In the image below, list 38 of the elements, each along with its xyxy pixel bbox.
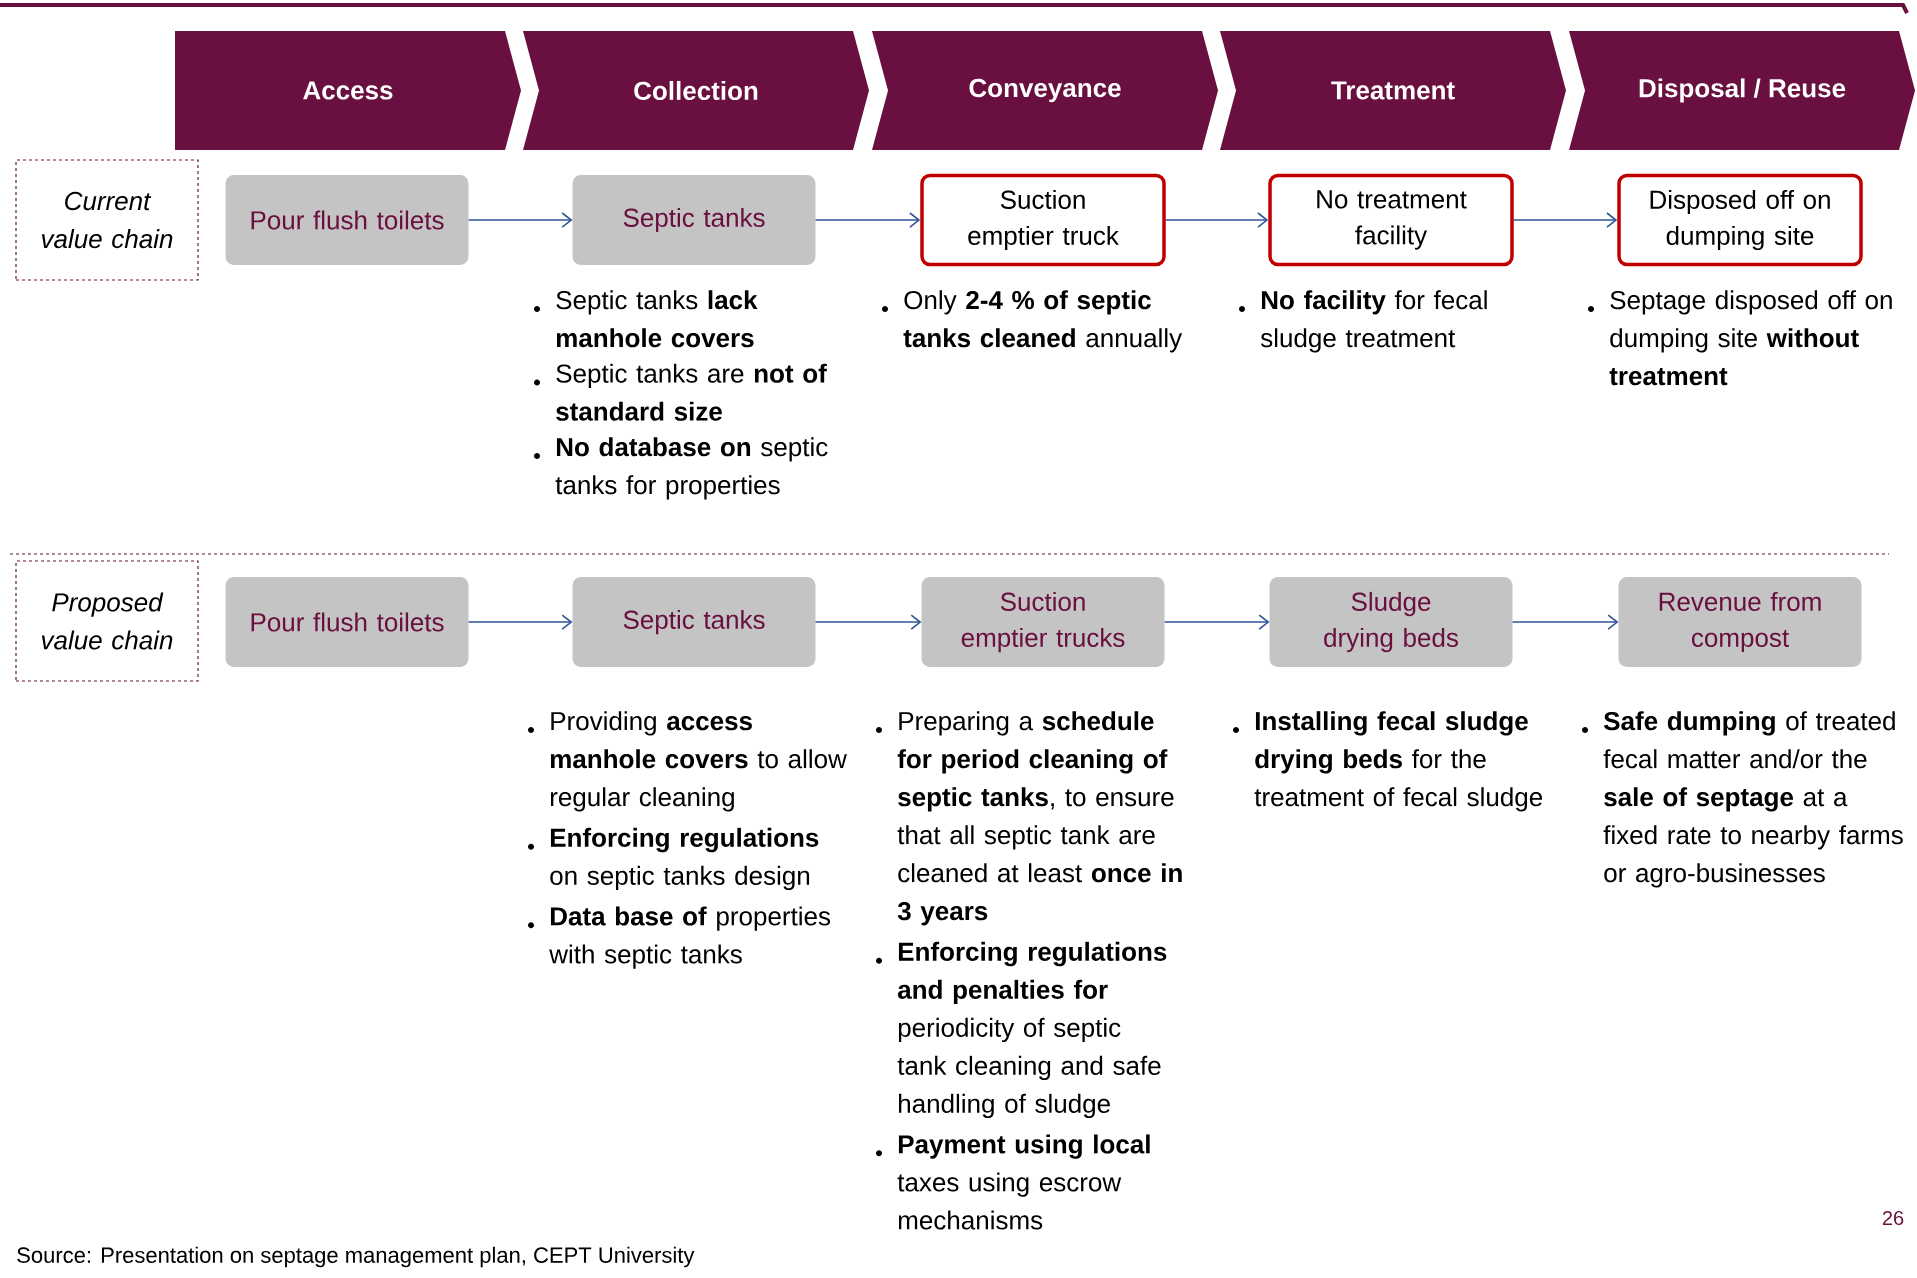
chevron-banner: Treatment	[1220, 31, 1566, 150]
page-number: 26	[1882, 1210, 1904, 1226]
process-box: Pour flush toilets	[225, 175, 469, 265]
row-label-box: Proposed value chain	[15, 560, 199, 682]
process-box: Septic tanks	[572, 175, 816, 265]
process-box: No treatment facility	[1268, 173, 1514, 267]
arrow	[1512, 212, 1618, 228]
bullet-text: Septage disposed off on dumping site without treatment	[1609, 290, 1892, 386]
process-box: Suction emptier trucks	[921, 577, 1165, 667]
row-label-box: Current value chain	[15, 159, 199, 281]
process-box: Disposed off on dumping site	[1617, 173, 1863, 267]
arrow	[1164, 212, 1269, 228]
chevron-banner: Collection	[523, 31, 869, 150]
chevron-banner: Conveyance	[872, 31, 1218, 150]
process-box: Septic tanks	[572, 577, 816, 667]
arrow	[467, 212, 573, 228]
bullet-text: Preparing a schedule for period cleaning of septic tanks, to ensure that all septic tank are cleaned at least once in 3 years	[897, 711, 1182, 926]
process-box: Pour flush toilets	[225, 577, 469, 667]
chevron-banner: Disposal / Reuse	[1569, 31, 1915, 150]
chevron-banner: Access	[175, 31, 521, 150]
bullet-text: Safe dumping of treated fecal matter and/or the sale of septage at a fixed rate to nearby farms or agro-businesses	[1603, 711, 1903, 888]
arrow	[1511, 614, 1619, 630]
arrow	[467, 614, 573, 630]
process-box: Suction emptier truck	[920, 173, 1166, 267]
bullet-text: Only 2-4 % of septic tanks cleaned annually	[903, 290, 1183, 353]
bullet-text: Payment using local taxes using escrow mechanisms	[897, 1134, 1150, 1230]
bullet-text: Providing access manhole covers to allow regular cleaning	[550, 711, 847, 812]
arrow	[814, 212, 921, 228]
arrow	[814, 614, 922, 630]
arrow	[1163, 614, 1270, 630]
source-note: Source: Presentation on septage management plan, CEPT University	[17, 1246, 695, 1268]
bullet-text: No facility for fecal sludge treatment	[1260, 290, 1487, 353]
bullet-text: Data base of properties with septic tanks	[549, 906, 831, 969]
process-box: Sludge drying beds	[1269, 577, 1513, 667]
bullet-text: No database on septic tanks for properties	[555, 437, 828, 500]
bullet-text: Installing fecal sludge drying beds for the treatment of fecal sludge	[1254, 711, 1543, 812]
process-box: Revenue from compost	[1618, 577, 1862, 667]
bullet-text: Enforcing regulations and penalties for periodicity of septic tank cleaning and safe handling of sludge	[897, 941, 1167, 1119]
